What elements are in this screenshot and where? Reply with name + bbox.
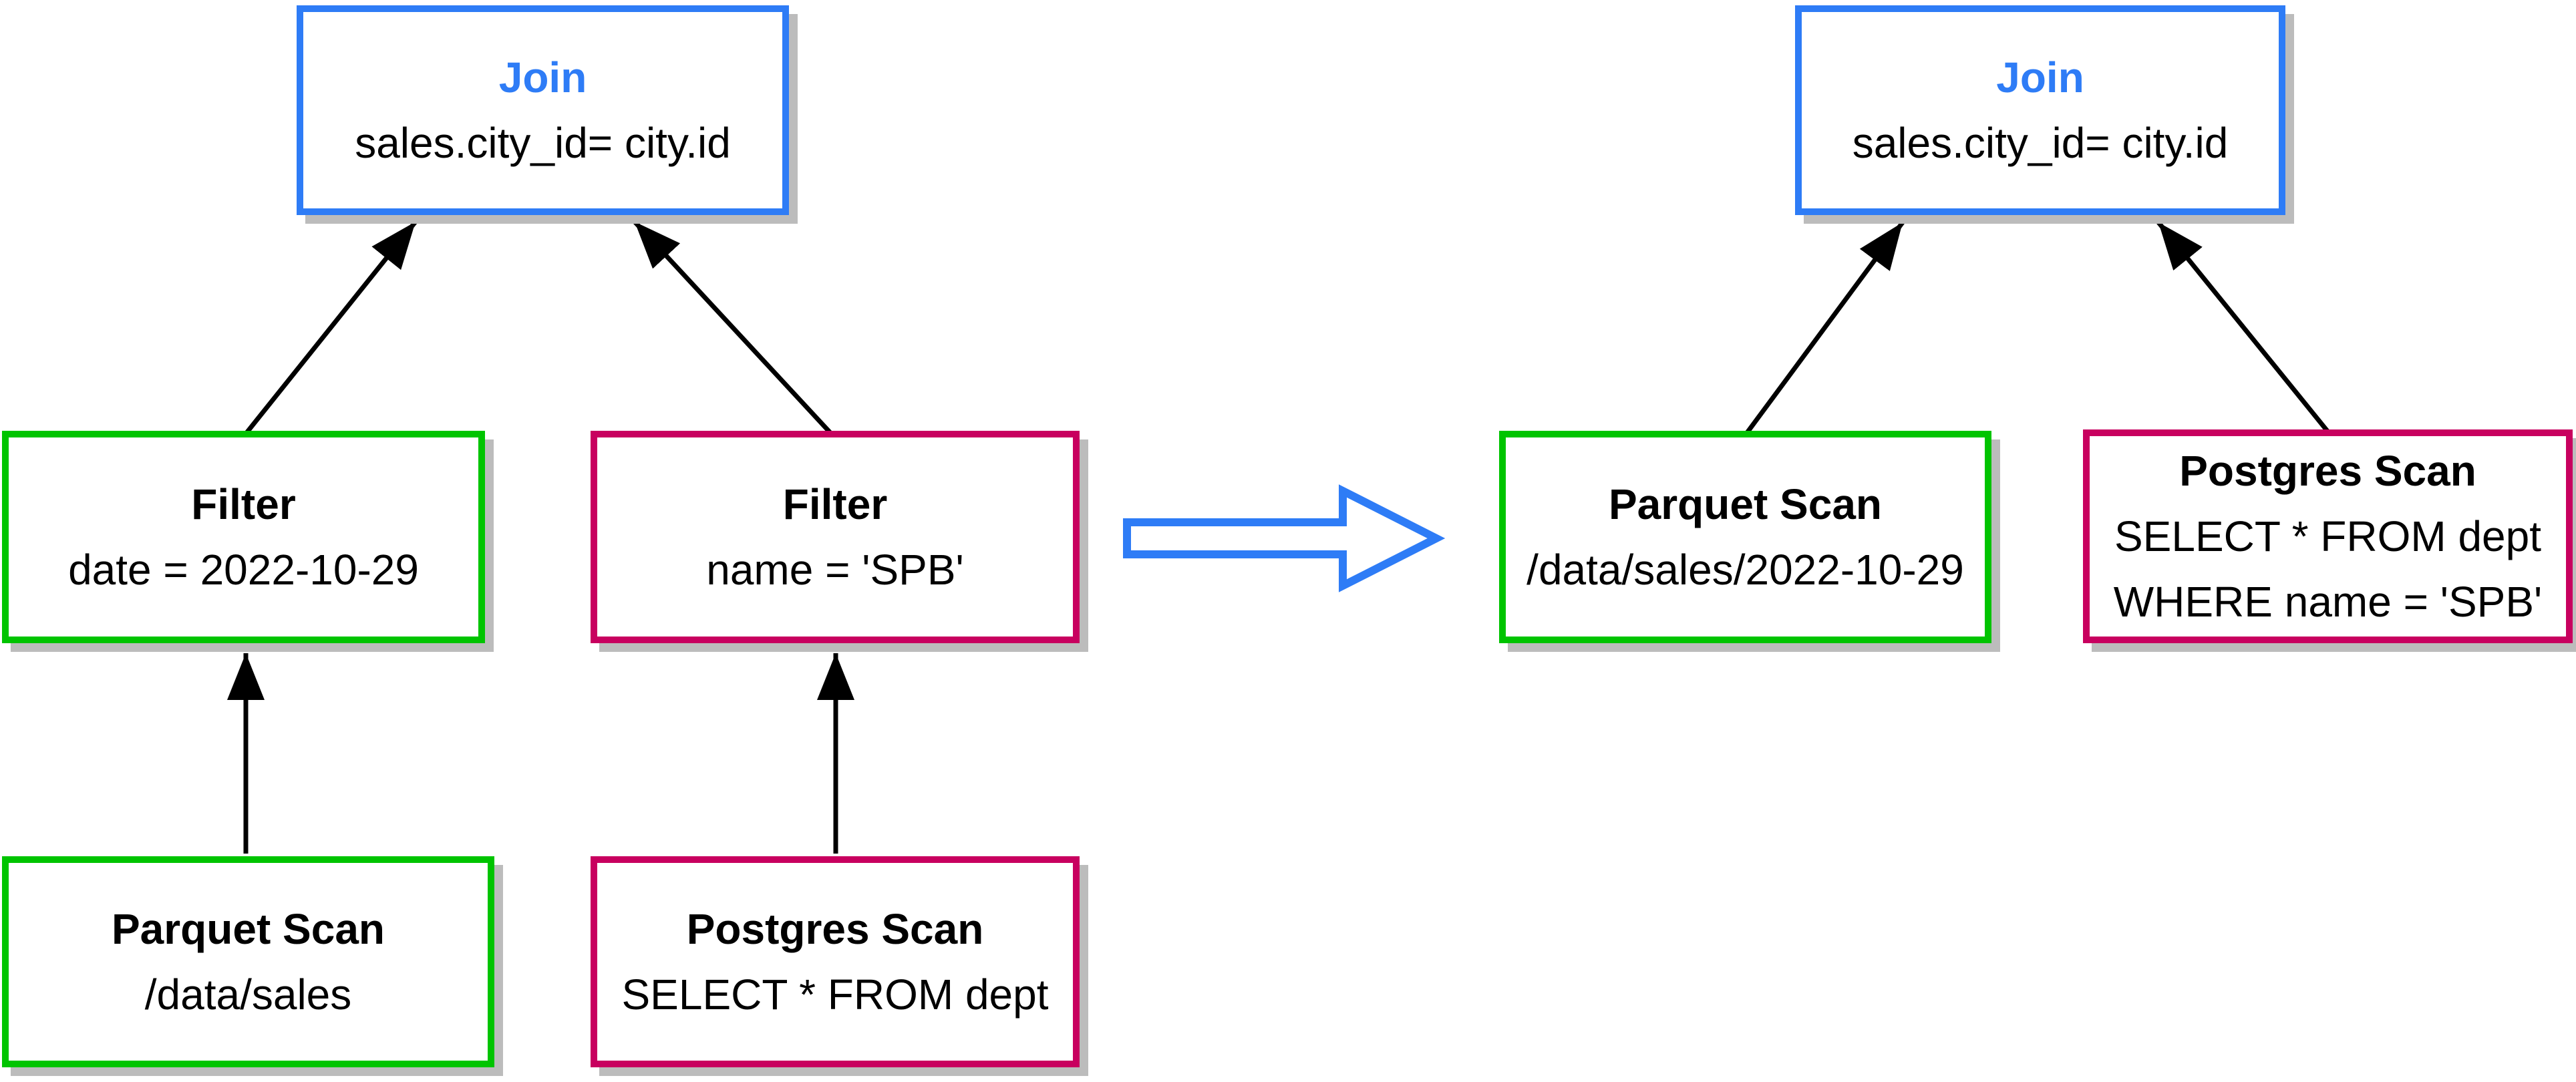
left-postgres-scan-node: Postgres Scan SELECT * FROM dept [591, 856, 1080, 1067]
node-detail: date = 2022-10-29 [68, 546, 419, 594]
node-detail: SELECT * FROM dept [621, 970, 1049, 1019]
right-join-node: Join sales.city_id= city.id [1795, 5, 2285, 215]
node-title: Postgres Scan [686, 905, 984, 953]
node-detail: sales.city_id= city.id [355, 119, 731, 167]
node-title: Filter [191, 480, 296, 528]
node-title: Parquet Scan [111, 905, 385, 953]
node-detail: name = 'SPB' [706, 546, 964, 594]
edge-postgres-to-join-right [2156, 220, 2331, 435]
node-title: Parquet Scan [1608, 480, 1883, 528]
edge-filter-name-to-join [633, 220, 832, 435]
left-filter-name-node: Filter name = 'SPB' [591, 431, 1080, 643]
node-detail: /data/sales/2022-10-29 [1526, 546, 1964, 594]
edge-parquet-to-join-right [1745, 220, 1905, 435]
node-detail: SELECT * FROM dept [2114, 512, 2542, 560]
right-parquet-scan-node: Parquet Scan /data/sales/2022-10-29 [1499, 431, 1991, 643]
node-title: Join [1996, 53, 2084, 102]
node-detail: WHERE name = 'SPB' [2113, 578, 2543, 626]
node-title: Postgres Scan [2179, 447, 2476, 495]
left-parquet-scan-node: Parquet Scan /data/sales [2, 856, 494, 1067]
node-title: Join [498, 53, 587, 102]
node-detail: /data/sales [144, 970, 352, 1019]
node-detail: sales.city_id= city.id [1852, 119, 2229, 167]
left-join-node: Join sales.city_id= city.id [297, 5, 789, 215]
edge-filter-date-to-join [245, 220, 418, 435]
left-filter-date-node: Filter date = 2022-10-29 [2, 431, 485, 643]
node-title: Filter [782, 480, 888, 528]
transform-arrow-icon [1123, 484, 1446, 592]
right-postgres-scan-node: Postgres Scan SELECT * FROM dept WHERE n… [2083, 429, 2573, 643]
